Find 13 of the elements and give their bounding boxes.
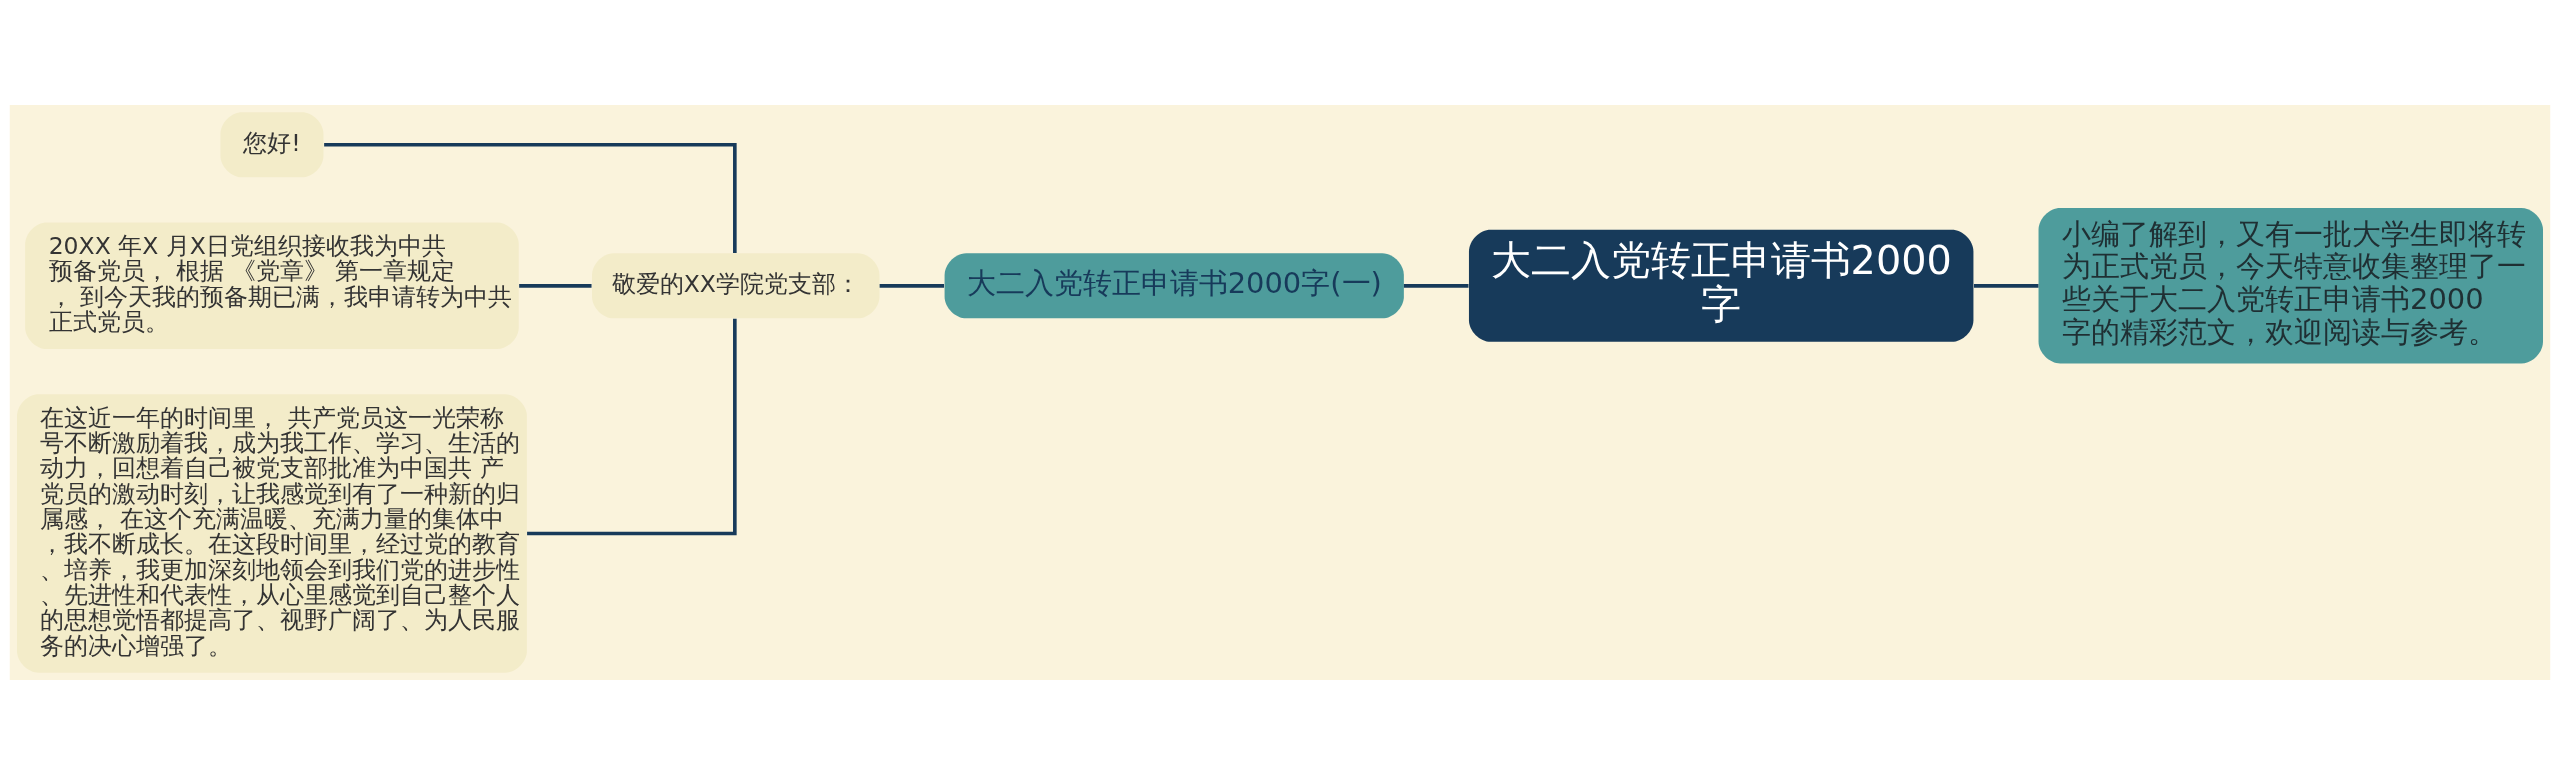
node-box: 在这近一年的时间里， 共产党员这一光荣称号不断激励着我，成为我工作、学习、生活的动力，回想着自己被党支部批准为中国共 产党员的激动时刻，让我感觉到有了一种新的归属感， 在这个充满温暖、充满力量的集体中，我不断成长。在这段时间里，经过党的教育、培养，我更加深刻地领会到我们党的进步性、先进性和代表性，从心里感觉到自己整个人的思想觉悟都提高了、视野广阔了、为人民服务的决心增强了。 [17,393,527,673]
connector [519,283,592,288]
connector [324,142,737,253]
node-box: 敬爱的XX学院党支部： [592,252,880,318]
node-box: 20XX 年X 月X日党组织接收我为中共预备党员， 根据 《党章》 第一章规定， 到今天我的预备期已满，我申请转为中共正式党员。 [25,222,519,349]
node-box: 小编了解到，又有一批大学生即将转为正式党员，今天特意收集整理了一些关于大二入党转正申请书2000字的精彩范文，欢迎阅读与参考。 [2038,207,2543,364]
node-box: 您好! [220,111,324,177]
connector [1403,283,1469,288]
node-box: 大二入党转正申请书2000字 [1468,229,1974,342]
node-box: 大二入党转正申请书2000字(一) [944,252,1404,318]
connector [527,318,737,535]
connector [879,283,945,288]
connector [1973,283,2039,288]
